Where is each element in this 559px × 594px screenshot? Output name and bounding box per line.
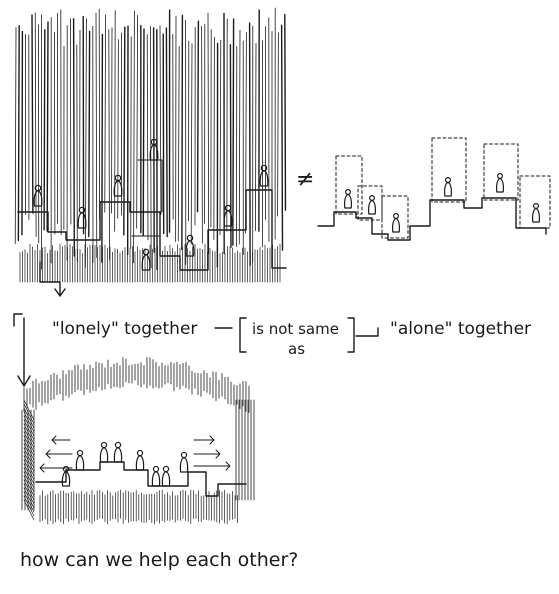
person-head <box>534 204 539 209</box>
person-head <box>101 442 106 447</box>
person-figure <box>497 178 504 192</box>
person-head <box>370 196 375 201</box>
person-figure <box>345 194 352 208</box>
person-figure <box>136 456 143 470</box>
person-figure <box>114 448 121 462</box>
not-equal-sign: ≠ <box>296 167 314 192</box>
is-not-same-label: is not same <box>252 320 339 338</box>
person-figure <box>34 191 42 206</box>
as-label: as <box>288 340 305 358</box>
stepped-outline-diagram <box>318 138 550 240</box>
person-figure <box>162 472 169 486</box>
person-head <box>187 235 192 240</box>
person-head <box>77 450 82 455</box>
person-head <box>153 466 158 471</box>
person-figure <box>152 472 159 486</box>
person-figure <box>142 255 150 270</box>
lonely-together-forest-sketch <box>15 8 286 296</box>
alone-together-label: "alone" together <box>390 319 531 339</box>
person-head <box>225 205 230 210</box>
alone-together-cave-sketch <box>22 357 254 524</box>
person-figure <box>100 448 107 462</box>
person-figure <box>393 218 400 232</box>
person-figure <box>78 213 86 228</box>
alone-people-figures <box>62 442 187 486</box>
person-figure <box>260 171 268 186</box>
tree-trunk-lines <box>15 8 285 282</box>
bracket-corner-left <box>14 314 22 326</box>
person-head <box>181 452 186 457</box>
question-caption: how can we help each other? <box>20 549 298 571</box>
person-head <box>143 249 148 254</box>
person-head <box>446 178 451 183</box>
cave-hatch-lines <box>22 357 254 524</box>
person-figure <box>533 208 540 222</box>
comparison-sentence: "lonely" together is not same as "alone"… <box>14 314 531 386</box>
outward-arrows <box>40 436 230 472</box>
bracket-close <box>348 318 354 352</box>
person-figure <box>76 456 83 470</box>
lonely-together-label: "lonely" together <box>52 319 197 339</box>
bracket-open <box>240 318 246 352</box>
person-head <box>346 190 351 195</box>
person-head <box>115 442 120 447</box>
person-head <box>137 450 142 455</box>
person-head <box>498 174 503 179</box>
dashed-boxes <box>336 138 550 238</box>
person-figure <box>369 200 376 214</box>
person-figure <box>445 182 452 196</box>
person-head <box>394 214 399 219</box>
step-people-figures <box>345 174 540 232</box>
person-head <box>163 466 168 471</box>
person-figure <box>180 458 187 472</box>
